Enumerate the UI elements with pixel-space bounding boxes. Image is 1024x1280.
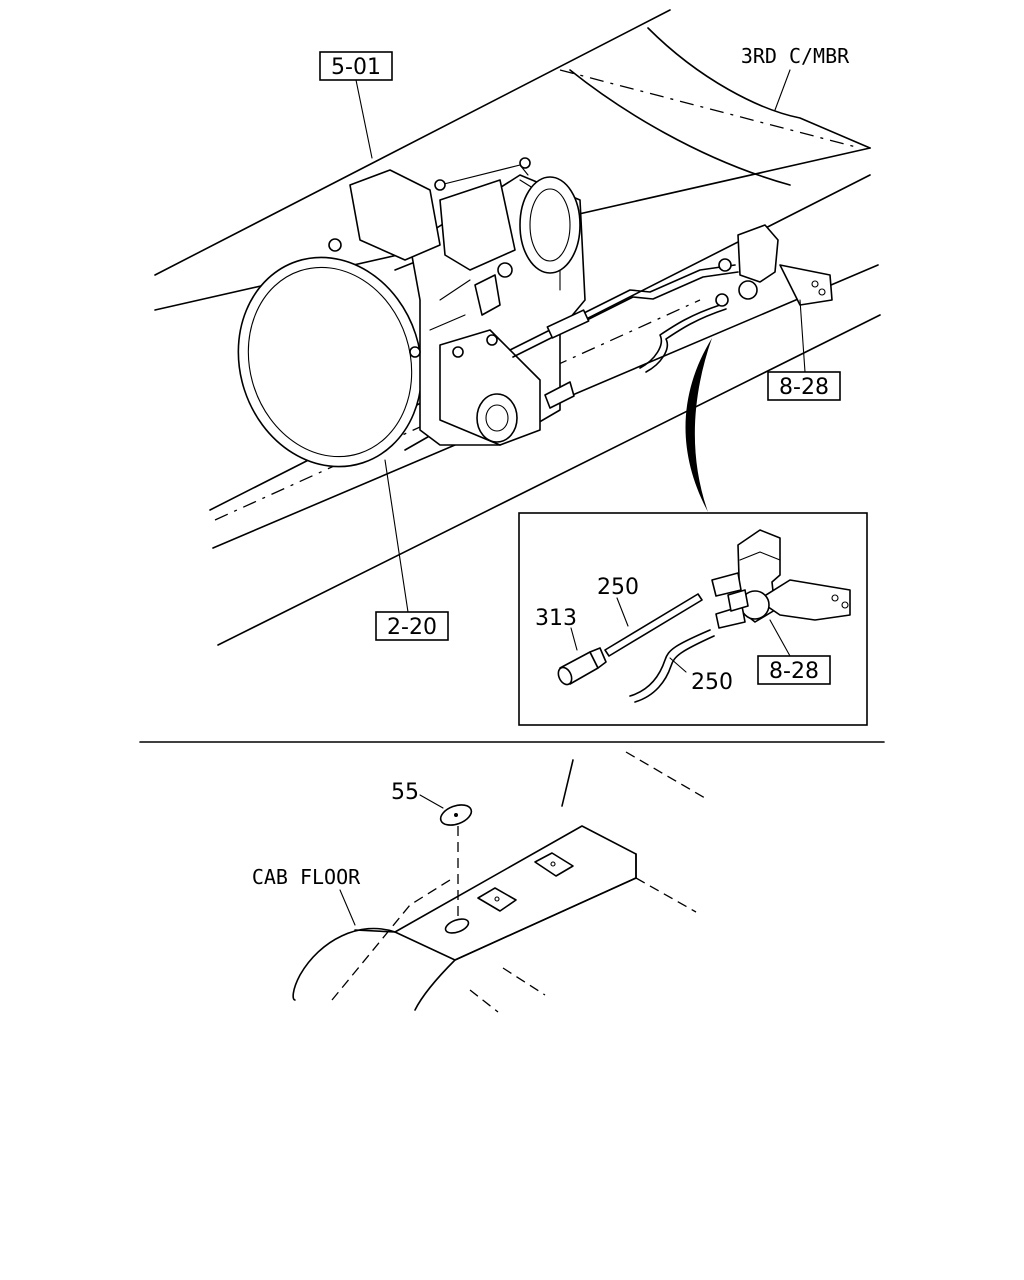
part-250-lower-label: 250	[691, 670, 733, 695]
cab-floor-label: CAB FLOOR	[252, 865, 361, 889]
part-313-label: 313	[535, 606, 577, 631]
callout-8-28-detail-box	[757, 655, 831, 685]
part-250-upper-label: 250	[597, 575, 639, 600]
callout-5-01: 5-01	[319, 51, 393, 81]
detail-pointer-arrow	[685, 338, 712, 512]
callout-2-20-text: 2-20	[387, 615, 437, 640]
cab-floor-section: 55 CAB FLOOR	[252, 751, 706, 1013]
air-lines-main	[509, 224, 833, 373]
transmission-assembly	[237, 157, 586, 468]
leader-lines-top	[355, 69, 806, 613]
part-55-label: 55	[391, 780, 419, 805]
detail-view: 313 250 250 8-28	[518, 512, 868, 726]
callout-8-28-detail-text: 8-28	[769, 659, 819, 684]
callout-5-01-text: 5-01	[331, 55, 381, 80]
callout-2-20: 2-20	[375, 611, 449, 641]
third-crossmember-label: 3RD C/MBR	[741, 44, 850, 68]
callout-8-28-main: 8-28	[767, 371, 841, 401]
callout-8-28-main-text: 8-28	[779, 375, 829, 400]
